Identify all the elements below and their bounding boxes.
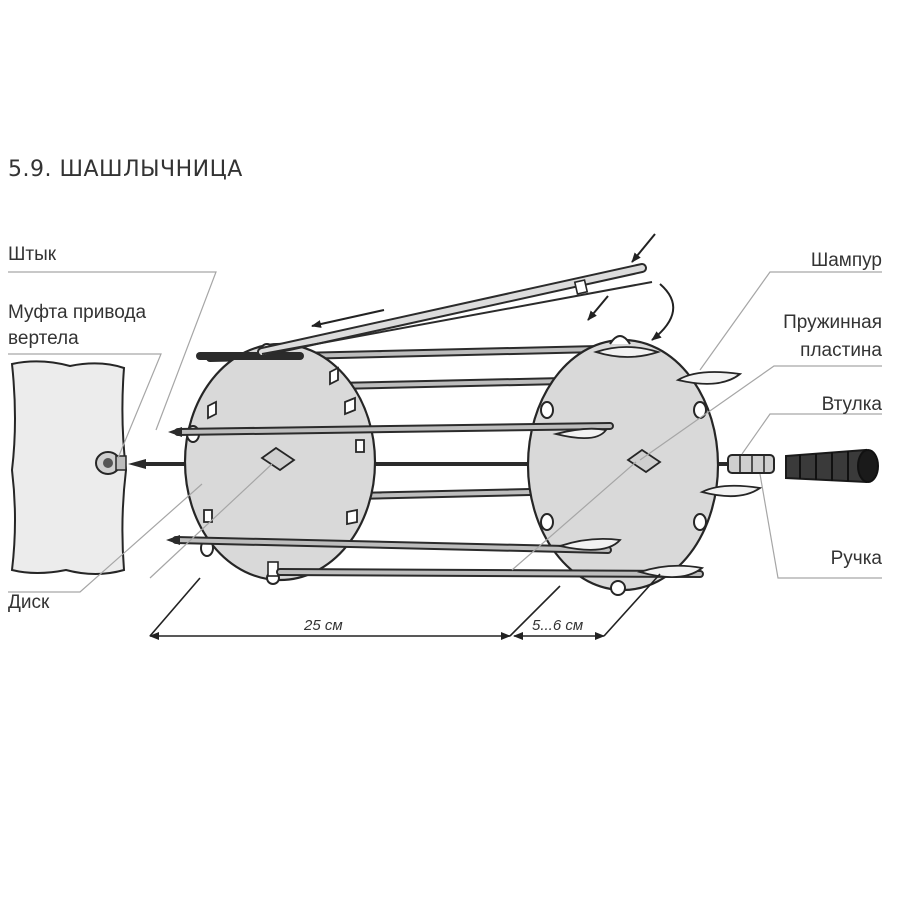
dimension-gap: 5...6 см (532, 617, 583, 634)
handle (785, 448, 879, 484)
label-shampur: Шампур (811, 250, 882, 271)
label-plate-line2: пластина (800, 340, 882, 361)
label-disk: Диск (8, 592, 50, 613)
spring-plates (555, 346, 763, 579)
label-ruchka: Ручка (831, 548, 883, 569)
dimension-lines (149, 573, 661, 640)
skewer-insertion (257, 263, 653, 357)
label-shtyk: Штык (8, 244, 57, 265)
label-plate-line1: Пружинная (783, 312, 882, 333)
dimension-length: 25 см (303, 617, 343, 634)
center-clamps (260, 446, 662, 474)
right-disc (526, 335, 720, 596)
diagram-title: 5.9. ШАШЛЫЧНИЦА (8, 157, 243, 182)
motion-arrows (311, 233, 675, 341)
spit-tip (128, 459, 146, 469)
drive-housing (10, 360, 128, 575)
bushing (727, 454, 775, 474)
label-vtulka: Втулка (822, 394, 883, 415)
leader-lines (8, 271, 882, 593)
label-mufta-line1: Муфта привода (8, 302, 146, 323)
drive-coupling (95, 451, 127, 475)
label-mufta-line2: вертела (8, 328, 79, 349)
